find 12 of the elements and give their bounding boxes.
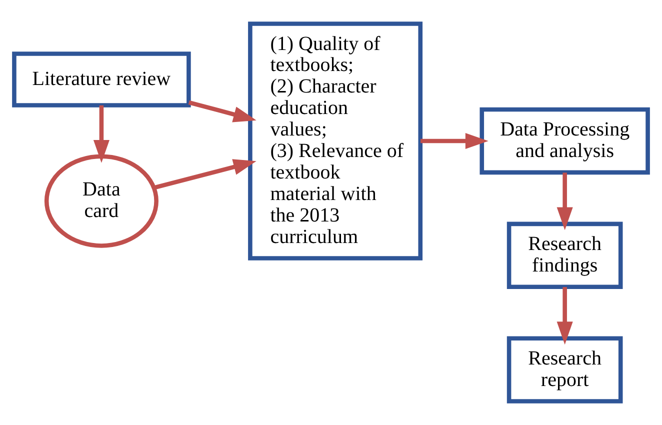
arrow: [420, 132, 488, 150]
arrow: [93, 105, 110, 163]
arrow: [556, 287, 573, 345]
node-box: (1) Quality of textbooks; (2) Character education values; (3) Relevance of textbook material with the 2013 curriculum: [248, 22, 423, 260]
node-ellipse: Data card: [44, 154, 158, 248]
node-box: Research findings: [506, 222, 623, 290]
arrow: [154, 159, 256, 190]
node-box: Literature review: [12, 52, 191, 108]
node-box: Data Processing and analysis: [480, 107, 650, 175]
node-box: Research report: [506, 336, 623, 404]
arrow: [556, 172, 573, 230]
arrow: [188, 100, 256, 122]
